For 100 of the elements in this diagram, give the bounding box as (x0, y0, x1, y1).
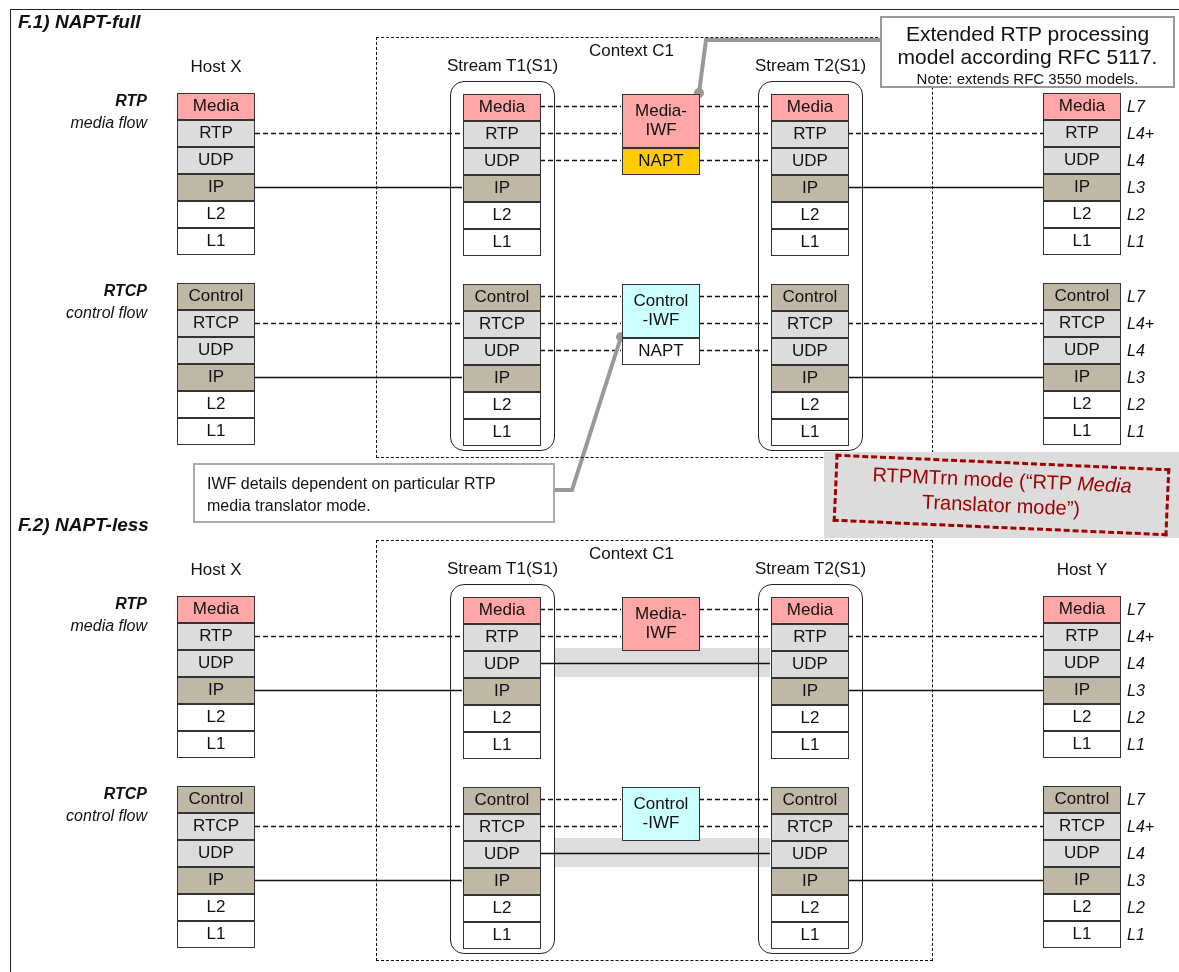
protocol-layer: IP (463, 678, 541, 705)
protocol-layer: RTP (463, 121, 541, 148)
protocol-layer: IP (1043, 174, 1121, 201)
protocol-layer: IP (463, 868, 541, 895)
dashed-connector (847, 132, 1044, 135)
layer-label: L1 (1127, 925, 1146, 945)
dashed-connector (539, 608, 622, 611)
protocol-layer: RTCP (771, 814, 849, 841)
dashed-connector (539, 635, 622, 638)
protocol-layer: IP (1043, 677, 1121, 704)
protocol-layer: L2 (463, 705, 541, 732)
protocol-layer: L1 (771, 732, 849, 759)
dashed-connector (847, 635, 1044, 638)
protocol-layer: RTP (771, 624, 849, 651)
protocol-layer: L1 (177, 921, 255, 948)
protocol-layer: Media (177, 596, 255, 623)
dashed-connector (698, 798, 771, 801)
protocol-layer: RTP (1043, 623, 1121, 650)
protocol-layer: RTCP (177, 813, 255, 840)
protocol-layer: UDP (771, 651, 849, 678)
layer-label: L4 (1127, 844, 1146, 864)
mode-note: RTPMTrn mode (“RTP Media Translator mode”) (832, 453, 1171, 537)
flow-label: media flow (69, 617, 147, 635)
dashed-connector (698, 349, 771, 352)
dashed-connector (539, 825, 622, 828)
protocol-layer: IP (177, 867, 255, 894)
protocol-layer: L1 (463, 732, 541, 759)
protocol-layer: UDP (1043, 337, 1121, 364)
protocol-layer: Control (1043, 786, 1121, 813)
protocol-layer: Media (1043, 93, 1121, 120)
layer-label: L4+ (1127, 314, 1156, 334)
connector-line (847, 186, 1044, 189)
protocol-layer: Media (771, 94, 849, 121)
protocol-layer: IP (1043, 867, 1121, 894)
protocol-layer: Control (177, 786, 255, 813)
layer-label: L3 (1127, 368, 1146, 388)
leader-line (694, 38, 880, 98)
protocol-layer: Media (177, 93, 255, 120)
protocol-layer: IP (771, 175, 849, 202)
layer-label: L2 (1127, 205, 1146, 225)
protocol-layer: IP (463, 365, 541, 392)
dashed-connector (698, 159, 771, 162)
protocol-layer: L2 (463, 392, 541, 419)
dashed-connector (539, 798, 622, 801)
callout-box (880, 16, 1175, 88)
protocol-layer: UDP (1043, 147, 1121, 174)
protocol-layer: L1 (177, 228, 255, 255)
protocol-layer: L1 (463, 419, 541, 446)
layer-label: L4 (1127, 341, 1146, 361)
protocol-layer: IP (771, 868, 849, 895)
protocol-layer: IP (463, 175, 541, 202)
protocol-layer: UDP (177, 840, 255, 867)
protocol-layer: UDP (463, 651, 541, 678)
iwf-box: Media- IWF (622, 597, 700, 651)
host-label: Host Y (1055, 560, 1109, 580)
layer-label: L2 (1127, 395, 1146, 415)
protocol-layer: RTP (463, 624, 541, 651)
iwf-box: Control -IWF (622, 787, 700, 841)
layer-label: L4+ (1127, 627, 1156, 647)
stream-title: Stream T1(S1) (445, 559, 560, 579)
dashed-connector (539, 322, 622, 325)
protocol-layer: Media (463, 597, 541, 624)
layer-label: L2 (1127, 708, 1146, 728)
protocol-layer: RTP (177, 120, 255, 147)
protocol-layer: L2 (1043, 894, 1121, 921)
flow-protocol-label: RTP (114, 595, 147, 613)
dashed-connector (698, 635, 771, 638)
protocol-layer: L1 (1043, 228, 1121, 255)
layer-label: L4 (1127, 654, 1146, 674)
dashed-connector (698, 132, 771, 135)
protocol-layer: L1 (463, 229, 541, 256)
protocol-layer: Control (177, 283, 255, 310)
protocol-layer: UDP (463, 338, 541, 365)
protocol-layer: Control (1043, 283, 1121, 310)
host-label: Host X (189, 560, 243, 580)
dashed-connector (254, 322, 463, 325)
layer-label: L1 (1127, 232, 1146, 252)
callout-box: IWF details dependent on particular RTP media translator mode. (193, 463, 555, 523)
connector-line (847, 689, 1044, 692)
flow-label: control flow (65, 807, 147, 825)
protocol-layer: L2 (463, 202, 541, 229)
protocol-layer: UDP (177, 650, 255, 677)
protocol-layer: UDP (463, 841, 541, 868)
flow-protocol-label: RTCP (102, 785, 147, 803)
layer-label: L7 (1127, 600, 1147, 620)
connector-line (847, 879, 1044, 882)
callout-heading: Extended RTP processing model according RFC 5117. (896, 22, 1159, 69)
protocol-layer: Media (1043, 596, 1121, 623)
section-title: F.1) NAPT-full (18, 11, 142, 33)
protocol-layer: UDP (771, 338, 849, 365)
flow-label: control flow (65, 304, 147, 322)
layer-label: L4 (1127, 151, 1146, 171)
protocol-layer: Control (771, 284, 849, 311)
protocol-layer: L2 (771, 392, 849, 419)
protocol-layer: Media (771, 597, 849, 624)
protocol-layer: L1 (771, 229, 849, 256)
section-title: F.2) NAPT-less (18, 514, 150, 536)
protocol-layer: L1 (177, 731, 255, 758)
protocol-layer: L1 (463, 922, 541, 949)
context-box (376, 540, 933, 961)
